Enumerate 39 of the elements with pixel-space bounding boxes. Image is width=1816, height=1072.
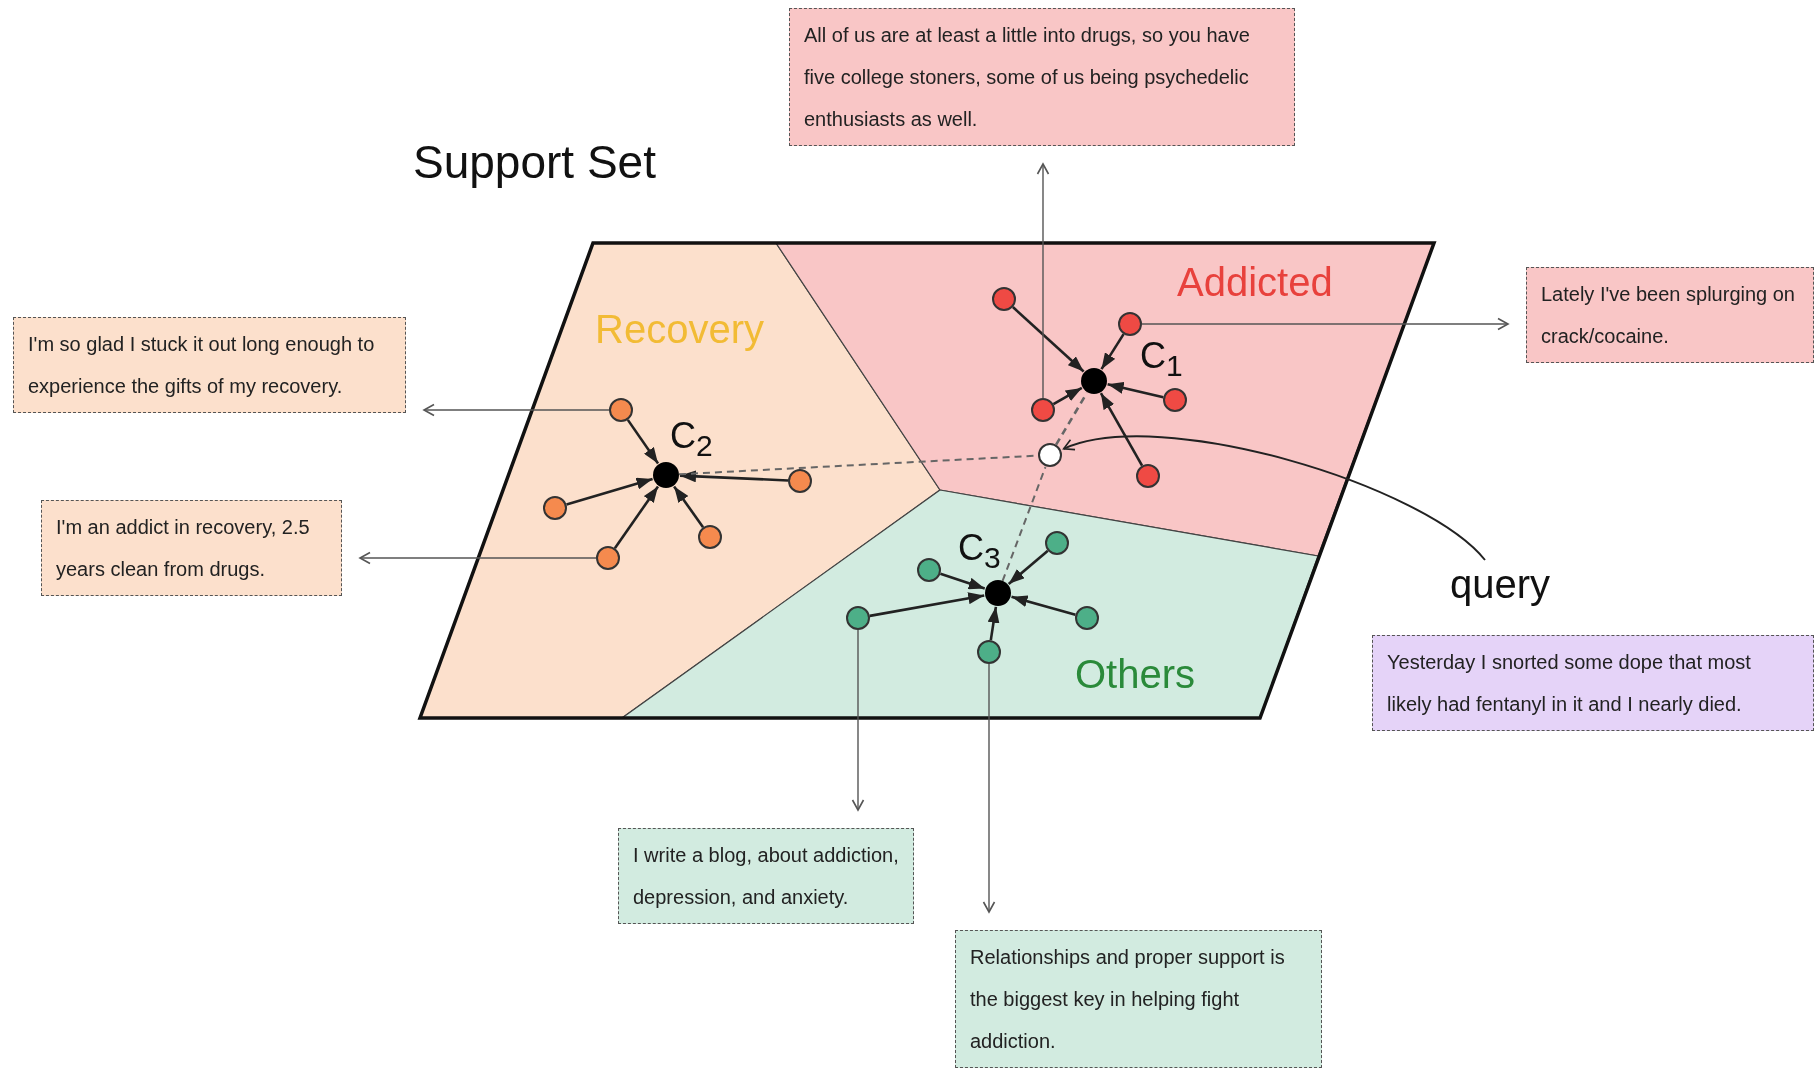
leader-arrow [851, 629, 865, 811]
arrow [1011, 595, 1076, 616]
quote-box: All of us are at least a little into drugs, so you have five college stoners, some of us being psychedelic enthusiasts as well. [789, 8, 1295, 146]
quote-box: I'm so glad I stuck it out long enough to experience the gifts of my recovery. [13, 317, 406, 413]
quote-box: Lately I've been splurging on crack/cocaine. [1526, 267, 1814, 363]
arrow [1012, 306, 1085, 373]
arrow [679, 470, 789, 483]
arrow [1100, 333, 1125, 370]
leader-arrow [423, 403, 610, 417]
arrow [987, 606, 1000, 641]
arrow [566, 477, 653, 506]
arrow [626, 419, 660, 465]
centroid-label: C$_{3}$ [958, 530, 1001, 574]
leader-arrow [982, 663, 996, 913]
connector-line [1055, 392, 1088, 446]
arrow [1007, 549, 1049, 585]
arrow [673, 485, 705, 528]
arrow [1107, 382, 1164, 399]
region-label: Addicted [1177, 262, 1333, 302]
region-label: Others [1075, 654, 1196, 694]
quote-box: I'm an addict in recovery, 2.5 years clean from drugs. [41, 500, 342, 596]
centroid-label: C$_{2}$ [670, 418, 713, 462]
region-label: Recovery [595, 309, 764, 349]
quote-box: Yesterday I snorted some dope that most likely had fentanyl in it and I nearly died. [1372, 635, 1814, 731]
diagram-title: Support Set [413, 135, 656, 189]
arrow [613, 485, 660, 549]
quote-box: I write a blog, about addiction, depression, and anxiety. [618, 828, 914, 924]
arrow [939, 572, 986, 590]
connector-line [1001, 466, 1047, 582]
quote-box: Relationships and proper support is the biggest key in helping fight addiction. [955, 930, 1322, 1068]
leader-arrow [1141, 317, 1509, 331]
arrow [1099, 392, 1144, 467]
leader-arrow [1036, 163, 1050, 399]
leader-arrow [359, 551, 597, 565]
arrow [1062, 435, 1486, 561]
centroid-label: C$_{1}$ [1140, 338, 1183, 382]
query-label: query [1450, 562, 1551, 606]
arrow [1052, 386, 1083, 406]
arrow [869, 592, 985, 618]
